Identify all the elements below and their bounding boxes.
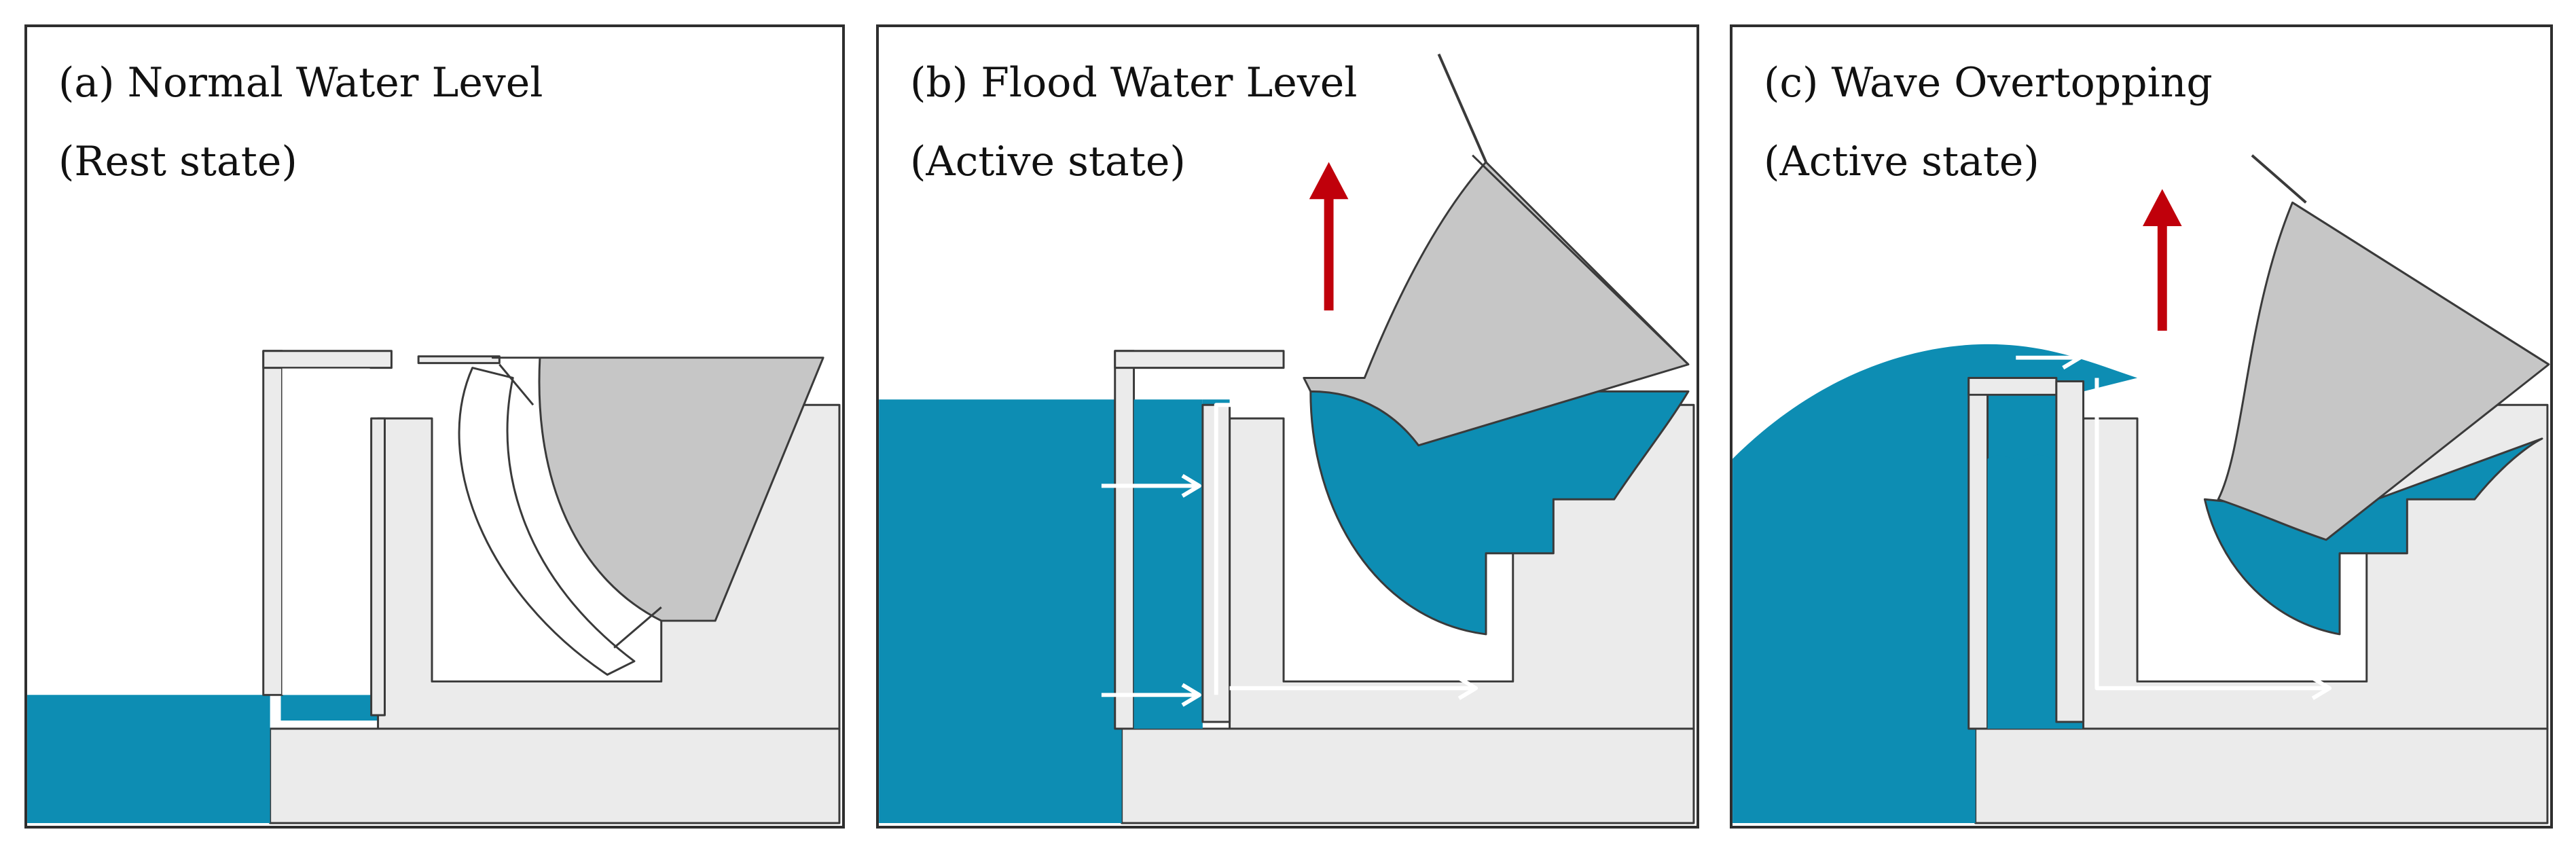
wall-cap bbox=[262, 350, 393, 369]
panel-normal-water-level: (a) Normal Water Level (Rest state) bbox=[24, 24, 845, 829]
wall-cap bbox=[1114, 350, 1285, 369]
lift-arrow bbox=[1309, 162, 1349, 311]
gate-strut bbox=[2291, 201, 2550, 365]
inlet-wall bbox=[262, 350, 284, 696]
basin-water bbox=[1309, 390, 1690, 636]
panel-flood-water-level: (b) Flood Water Level (Active state) bbox=[876, 24, 1699, 829]
upstream-water bbox=[27, 695, 270, 824]
panel-title: (a) Normal Water Level bbox=[58, 59, 543, 107]
flow-arrows bbox=[2016, 346, 2332, 700]
upstream-water bbox=[879, 399, 1122, 824]
panel-state: (Active state) bbox=[1764, 138, 2039, 185]
basin-water bbox=[2203, 437, 2543, 636]
panel-state: (Active state) bbox=[910, 138, 1186, 185]
panel-title: (c) Wave Overtopping bbox=[1764, 59, 2213, 107]
flap-gate bbox=[1303, 161, 1690, 447]
top-slab bbox=[417, 355, 501, 365]
diagram-normal bbox=[27, 350, 841, 824]
foundation bbox=[1121, 727, 1695, 824]
curved-guide bbox=[458, 367, 636, 676]
cavity bbox=[282, 368, 370, 695]
inlet-wall bbox=[1114, 350, 1136, 730]
inlet-wall bbox=[1967, 376, 1989, 730]
panel-state: (Rest state) bbox=[58, 138, 297, 185]
wall-cap bbox=[1967, 376, 2058, 396]
lift-arrow bbox=[2142, 189, 2182, 331]
gate-strut bbox=[1472, 154, 1690, 365]
gate-arm bbox=[1437, 53, 1487, 163]
baffle bbox=[2055, 380, 2085, 723]
channel-water bbox=[1133, 399, 1203, 729]
gate-strut bbox=[498, 363, 662, 649]
flap-gate bbox=[491, 357, 824, 622]
flap-gate bbox=[2217, 201, 2550, 541]
gate-arm bbox=[2251, 154, 2307, 204]
baffle bbox=[370, 417, 386, 716]
diagram-wave bbox=[1733, 154, 2550, 824]
foundation bbox=[269, 727, 841, 824]
diagram-flood bbox=[879, 53, 1695, 824]
chamber-water bbox=[1987, 454, 2070, 729]
panel-wave-overtopping: (c) Wave Overtopping (Active state) bbox=[1730, 24, 2553, 829]
chamber-water bbox=[280, 695, 378, 721]
panel-title: (b) Flood Water Level bbox=[910, 59, 1358, 107]
foundation bbox=[1974, 727, 2549, 824]
flow-arrows bbox=[1101, 403, 1479, 707]
